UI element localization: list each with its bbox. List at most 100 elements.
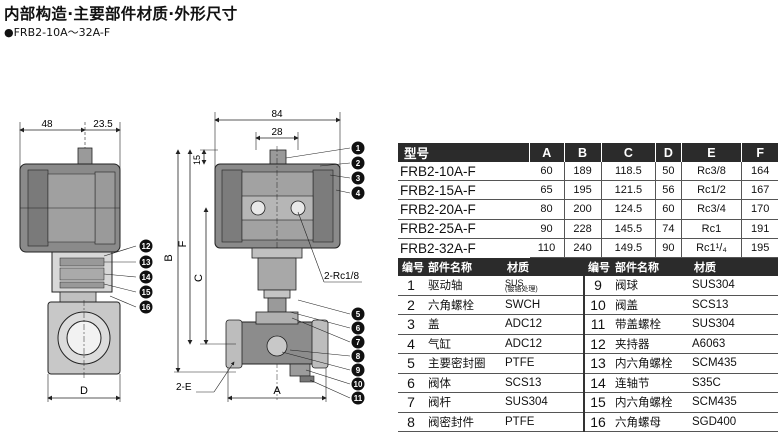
dim-B: B (163, 254, 175, 261)
part-name: 连轴节 (611, 373, 690, 393)
front-view: 84 28 15 F (163, 109, 362, 402)
part-material: PTFE (503, 412, 585, 432)
cell-D: 50 (655, 162, 682, 182)
cell-D: 56 (655, 180, 682, 201)
header-E: E (681, 143, 743, 162)
cell-B: 200 (564, 199, 602, 220)
part-no: 7 (398, 392, 424, 413)
header-no: 编号 (398, 258, 424, 276)
dim-28: 28 (271, 127, 283, 138)
cell-A: 80 (529, 199, 565, 220)
dim-48: 48 (41, 119, 53, 130)
table-row: 3 盖 ADC12 11 带盖螺栓 SUS304 (398, 314, 778, 335)
dimension-table-header: 型号 A B C D E F (398, 143, 778, 162)
header-B: B (564, 143, 602, 162)
part-no: 5 (398, 353, 424, 374)
part-material: SCM435 (690, 353, 778, 374)
part-material: SCS13 (690, 295, 778, 315)
table-row: 4 气缸 ADC12 12 夹持器 A6063 (398, 334, 778, 354)
cell-C: 118.5 (601, 162, 657, 182)
table-row: 1 驱动轴 SUS (镀铬处理) 9 阀球 SUS304 (398, 276, 778, 296)
valve-drawing: 48 23.5 D 12 13 14 15 (19, 109, 365, 405)
callout-6: 6 (356, 324, 361, 333)
part-name: 夹持器 (611, 334, 690, 354)
part-material: ADC12 (503, 334, 585, 354)
part-name: 阀密封件 (424, 412, 503, 432)
cell-F: 167 (741, 180, 778, 201)
part-no: 13 (584, 353, 611, 374)
header-material: 材质 (503, 258, 584, 276)
table-row: 6 阀体 SCS13 14 连轴节 S35C (398, 373, 778, 393)
header-D: D (655, 143, 682, 162)
part-no: 16 (584, 412, 611, 432)
callout-2: 2 (356, 159, 361, 168)
side-view: 48 23.5 D (19, 119, 121, 402)
part-name: 阀体 (424, 373, 503, 393)
header-A: A (529, 143, 565, 162)
part-no: 6 (398, 373, 424, 393)
dim-C: C (193, 274, 205, 282)
model-cell: FRB2-15A-F (398, 180, 530, 201)
cell-B: 240 (564, 238, 602, 258)
cell-A: 65 (529, 180, 565, 201)
part-material: SUS (镀铬处理) (503, 276, 585, 296)
callout-15: 15 (142, 288, 151, 297)
header-F: F (741, 143, 778, 162)
part-material: SUS304 (690, 276, 778, 296)
part-name: 阀杆 (424, 392, 503, 413)
part-no: 3 (398, 314, 424, 335)
cell-B: 228 (564, 219, 602, 239)
cell-F: 191 (741, 219, 778, 239)
parts-table-header: 编号 部件名称 材质 编号 部件名称 材质 (398, 258, 778, 276)
header-C: C (601, 143, 657, 162)
table-row: FRB2-15A-F 65 195 121.5 56 Rc1/2 167 (398, 180, 778, 201)
cell-F: 164 (741, 162, 778, 182)
cell-F: 170 (741, 199, 778, 220)
part-name: 内六角螺栓 (611, 353, 690, 374)
part-name: 带盖螺栓 (611, 314, 690, 335)
model-cell: FRB2-32A-F (400, 240, 476, 256)
part-material: SCS13 (503, 373, 585, 393)
header-no-2: 编号 (584, 258, 611, 276)
model-cell: FRB2-25A-F (398, 219, 530, 239)
part-material: A6063 (690, 334, 778, 354)
table-row: FRB2-20A-F 80 200 124.5 60 Rc3/4 170 (398, 199, 778, 220)
model-range-subtitle: ●FRB2-10A～32A-F (4, 26, 111, 39)
cell-C: 124.5 (601, 199, 657, 220)
callout-9: 9 (356, 366, 361, 375)
part-no: 2 (398, 295, 424, 315)
front-callouts: 1 2 3 4 5 6 7 8 9 10 11 (281, 141, 365, 405)
cell-E: Rc1¹/₄ (681, 238, 743, 258)
cell-D: 60 (655, 199, 682, 220)
part-name: 主要密封圈 (424, 353, 503, 374)
callout-4: 4 (356, 189, 361, 198)
cell-C: 121.5 (601, 180, 657, 201)
part-no: 12 (584, 334, 611, 354)
part-name: 气缸 (424, 334, 503, 354)
callout-8: 8 (356, 352, 361, 361)
parts-material-table: 编号 部件名称 材质 编号 部件名称 材质 1 驱动轴 SUS (镀铬处理) 9… (398, 258, 778, 432)
header-part-name: 部件名称 (424, 258, 503, 276)
table-row: 7 阀杆 SUS304 15 内六角螺栓 SCM435 (398, 392, 778, 413)
callout-16: 16 (142, 303, 151, 312)
cell-E: Rc1 (681, 219, 743, 239)
dim-A: A (273, 385, 281, 397)
part-name: 驱动轴 (424, 276, 503, 296)
part-material: SWCH (503, 295, 585, 315)
part-no: 9 (584, 276, 611, 296)
callout-3: 3 (356, 174, 361, 183)
table-row: FRB2-25A-F 90 228 145.5 74 Rc1 191 (398, 219, 778, 239)
table-row: 8 阀密封件 PTFE 16 六角螺母 SGD400 (398, 412, 778, 432)
callout-7: 7 (356, 338, 361, 347)
cell-B: 195 (564, 180, 602, 201)
callout-12: 12 (142, 242, 151, 251)
part-name: 阀盖 (611, 295, 690, 315)
dim-84: 84 (271, 109, 283, 120)
cell-A: 60 (529, 162, 565, 182)
dim-D: D (80, 385, 88, 397)
part-name: 盖 (424, 314, 503, 335)
cell-F: 195 (741, 238, 778, 258)
part-material: S35C (690, 373, 778, 393)
dim-15: 15 (192, 155, 202, 165)
dimension-table: 型号 A B C D E F FRB2-10A-F 60 189 118.5 5… (398, 143, 778, 258)
